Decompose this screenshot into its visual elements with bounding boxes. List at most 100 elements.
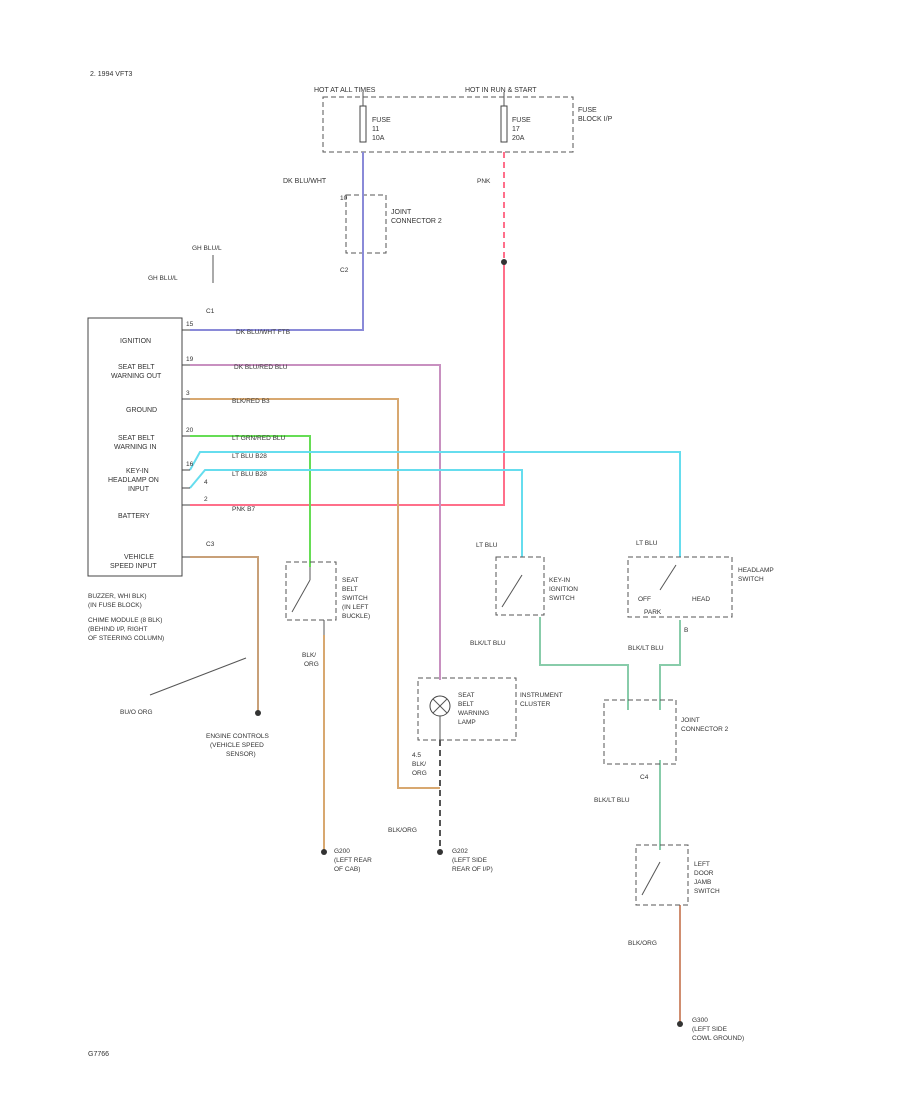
- module-location-3: CHIME MODULE (8 BLK): [88, 617, 162, 624]
- ground-g202-2: (LEFT SIDE: [452, 857, 488, 864]
- instrument-cluster: SEAT BELT WARNING LAMP INSTRUMENT CLUSTE…: [417, 677, 563, 741]
- module-location-2: (IN FUSE BLOCK): [88, 602, 142, 609]
- wire-ground: [190, 398, 440, 789]
- module-warning-in-2: WARNING IN: [114, 444, 157, 451]
- engine-sensor-2: (VEHICLE SPEED: [210, 742, 264, 749]
- keyin-ignition-switch: KEY-IN IGNITION SWITCH LT BLU: [476, 542, 578, 616]
- ground-g300-2: (LEFT SIDE: [692, 1026, 728, 1033]
- ground-g300-3: COWL GROUND): [692, 1035, 744, 1042]
- pin-c1: C1: [206, 308, 215, 315]
- left-door-jamb-switch: LEFT DOOR JAMB SWITCH: [635, 844, 720, 906]
- headlamp-switch: OFF PARK HEAD B HEADLAMP SWITCH LT BLU: [627, 540, 774, 634]
- module-location-5: OF STEERING COLUMN): [88, 635, 164, 642]
- ground-g200-2: (LEFT REAR: [334, 857, 372, 864]
- wire-vehicle-speed: [190, 556, 259, 713]
- keyin-switch-2: IGNITION: [549, 586, 578, 593]
- pin-num-2: 19: [186, 356, 194, 363]
- wire-label-lt-blu-2: LT BLU B28: [232, 471, 267, 478]
- fuse-hot-at-all-times: HOT AT ALL TIMES: [314, 87, 376, 94]
- wire-blk-red-vert-3: ORG: [412, 770, 427, 777]
- pin-num-4: 20: [186, 427, 194, 434]
- joint-connector-mid: JOINT CONNECTOR 2 C4: [603, 699, 729, 781]
- joint-connector-top-label-2: CONNECTOR 2: [391, 218, 442, 225]
- chime-module-outline: [87, 317, 183, 577]
- fuse-block: HOT AT ALL TIMES HOT IN RUN & START FUSE…: [314, 87, 613, 153]
- wire-blk-red-vert-1: 4.5: [412, 752, 421, 759]
- module-location-1: BUZZER, WHI BLK): [88, 593, 147, 600]
- pin-num-6: 4: [204, 479, 208, 486]
- instrument-cluster-2: CLUSTER: [520, 701, 551, 708]
- pin-num-7: 2: [204, 496, 208, 503]
- pin-label-top: 10: [340, 195, 348, 202]
- headlamp-switch-1: HEADLAMP: [738, 567, 774, 574]
- wire-warning-in: [190, 435, 311, 567]
- module-warning-in-1: SEAT BELT: [118, 435, 155, 442]
- fuse-block-outline: [322, 96, 574, 153]
- module-speed-1: VEHICLE: [124, 554, 154, 561]
- headlamp-pin: B: [684, 627, 688, 634]
- ground-g202-3: REAR OF I/P): [452, 866, 493, 873]
- seat-belt-switch: SEAT BELT SWITCH (IN LEFT BUCKLE) BLK/ O…: [285, 561, 370, 668]
- fuse-17-label: FUSE: [512, 117, 531, 124]
- wires: [189, 152, 681, 1022]
- lamp-4: LAMP: [458, 719, 476, 726]
- fuse-11-number: 11: [372, 126, 379, 133]
- footer-code: G7766: [88, 1051, 109, 1058]
- module-headlamp-2: HEADLAMP ON: [108, 477, 159, 484]
- ground-g200-3: OF CAB): [334, 866, 360, 873]
- pin-bu-org: BU/O ORG: [120, 709, 153, 716]
- fuse-11-icon: [359, 105, 367, 143]
- keyin-switch-3: SWITCH: [549, 595, 575, 602]
- ground-g200-dot: [321, 849, 327, 855]
- fuse-11-label: FUSE: [372, 117, 391, 124]
- ground-g200-1: G200: [334, 848, 350, 855]
- wire-label-blk-org-bottom: BLK/ORG: [628, 940, 657, 947]
- keyin-switch-1: KEY-IN: [549, 577, 570, 584]
- joint-connector-top-label-1: JOINT: [391, 209, 412, 216]
- fuse-block-label-1: FUSE: [578, 107, 597, 114]
- keyin-switch-contact-icon: [501, 574, 523, 608]
- module-battery: BATTERY: [118, 513, 150, 520]
- seat-belt-switch-1: SEAT: [342, 577, 359, 584]
- headlamp-head: HEAD: [692, 596, 710, 603]
- grounds: G200 (LEFT REAR OF CAB) G202 (LEFT SIDE …: [321, 259, 744, 1042]
- wire-label-ignition: DK BLU/WHT FTB: [236, 329, 290, 336]
- headlamp-switch-contact-icon: [659, 564, 677, 591]
- door-switch-1: LEFT: [694, 861, 710, 868]
- seat-belt-switch-2: BELT: [342, 586, 358, 593]
- module-headlamp-3: INPUT: [128, 486, 150, 493]
- fuse-11-rating: 10A: [372, 135, 385, 142]
- ground-g300-dot: [677, 1021, 683, 1027]
- lamp-1: SEAT: [458, 692, 475, 699]
- wire-lt-blu-2: [189, 469, 523, 557]
- ground-g202-dot: [437, 849, 443, 855]
- pin-c3: C3: [206, 541, 215, 548]
- ground-g202-1: G202: [452, 848, 468, 855]
- module-ignition: IGNITION: [120, 338, 151, 345]
- headlamp-park: PARK: [644, 609, 662, 616]
- wire-label-blk-org-2: ORG: [304, 661, 319, 668]
- pin-c4: C4: [640, 774, 649, 781]
- door-switch-4: SWITCH: [694, 888, 720, 895]
- module-location-4: (BEHIND I/P, RIGHT: [88, 626, 148, 633]
- page-header: 2. 1994 VFT3: [90, 71, 133, 78]
- wire-label-blk-lt-blu-2: BLK/LT BLU: [628, 645, 664, 652]
- wire-label-lt-blu-1: LT BLU B28: [232, 453, 267, 460]
- wire-label-s-blu-top: GH BLU/L: [192, 245, 222, 252]
- fuse-hot-in-run: HOT IN RUN & START: [465, 87, 537, 94]
- headlamp-switch-2: SWITCH: [738, 576, 764, 583]
- wire-label-blk-lt-blu-3: BLK/LT BLU: [594, 797, 630, 804]
- headlamp-off: OFF: [638, 596, 651, 603]
- joint-connector-mid-2: CONNECTOR 2: [681, 726, 729, 733]
- lamp-2: BELT: [458, 701, 474, 708]
- seat-belt-switch-3: SWITCH: [342, 595, 368, 602]
- module-speed-2: SPEED INPUT: [110, 563, 157, 570]
- wire-ignition: [190, 152, 364, 331]
- engine-sensor-3: SENSOR): [226, 751, 256, 758]
- wire-label-blk-lt-blu-1: BLK/LT BLU: [470, 640, 506, 647]
- module-warning-out-2: WARNING OUT: [111, 373, 162, 380]
- wire-label-warning-out: DK BLU/RED BLU: [234, 364, 288, 371]
- ground-g300-1: G300: [692, 1017, 708, 1024]
- chime-module: IGNITION SEAT BELT WARNING OUT GROUND SE…: [87, 317, 208, 577]
